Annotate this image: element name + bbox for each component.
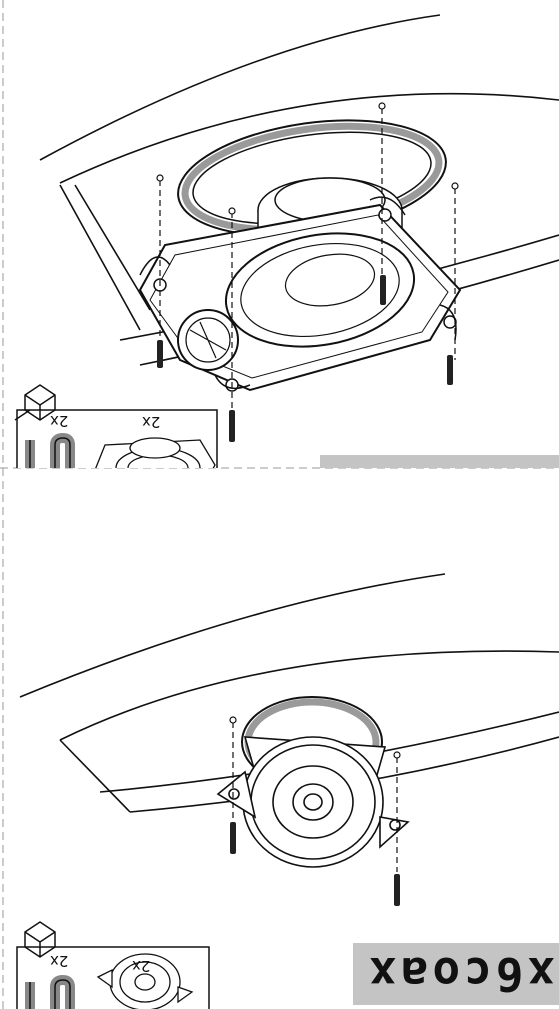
round-speaker (216, 736, 410, 868)
oval-speaker-install-diagram (14, 14, 559, 468)
screw-quantity: 2x (50, 412, 69, 430)
deck-edge-inner (59, 92, 559, 184)
model-label: 4x6coax (353, 943, 559, 1005)
kit-speaker-icon (96, 953, 194, 1009)
bottom-install-panel: 2x 2x 4x6coax (0, 472, 559, 1009)
screws (230, 822, 400, 906)
screws (157, 275, 453, 442)
top-install-panel: 2x 2x 6x9coax (0, 0, 559, 468)
round-speaker-install-diagram (16, 573, 559, 1009)
speaker-quantity: 2x (132, 957, 151, 975)
kit-box-icon (24, 921, 56, 958)
speaker-quantity: 2x (142, 413, 161, 431)
clip-icon (25, 974, 75, 1009)
deck-edge-outer (39, 14, 441, 161)
model-label-text: 6x9coax (320, 455, 559, 468)
screw-guides (159, 108, 456, 410)
speaker-frame (138, 196, 462, 392)
model-label-text: 4x6coax (365, 947, 559, 1001)
kit-box-icon (14, 384, 56, 421)
screw-quantity: 2x (50, 952, 69, 970)
kit-speaker-icon (95, 437, 216, 468)
model-label: 6x9coax (320, 455, 559, 468)
clip-icon (25, 432, 75, 468)
screw-holes (156, 102, 459, 215)
